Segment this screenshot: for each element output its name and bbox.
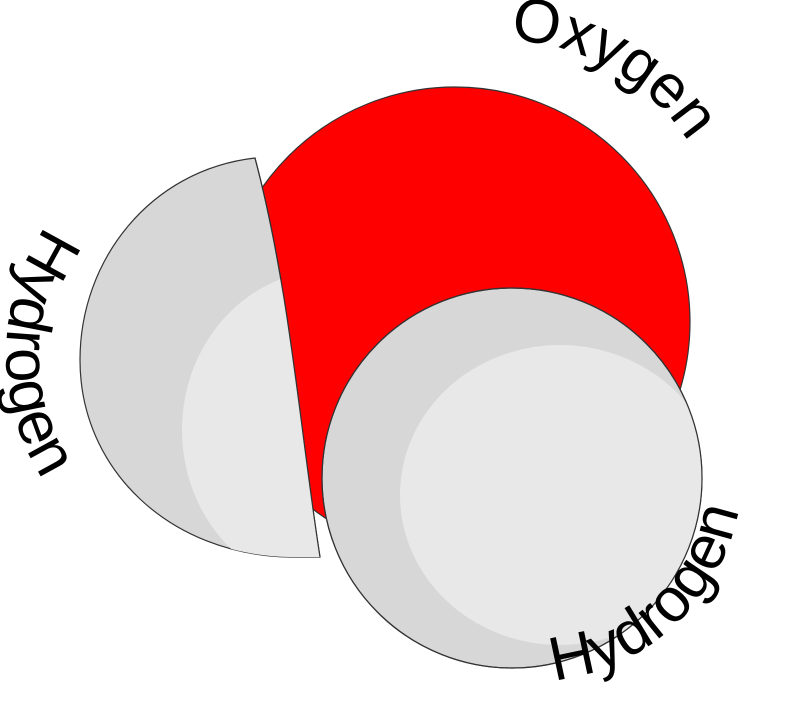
hydrogen-right-highlight xyxy=(400,345,702,645)
hydrogen-left-label: Hydrogen xyxy=(0,219,93,487)
hydrogen-atom-right xyxy=(321,287,703,669)
hydrogen-left-highlight xyxy=(182,270,320,557)
hydrogen-left-edge xyxy=(254,157,321,558)
hydrogen-atom-left xyxy=(79,157,321,558)
hydrogen-right-outline xyxy=(321,287,703,669)
